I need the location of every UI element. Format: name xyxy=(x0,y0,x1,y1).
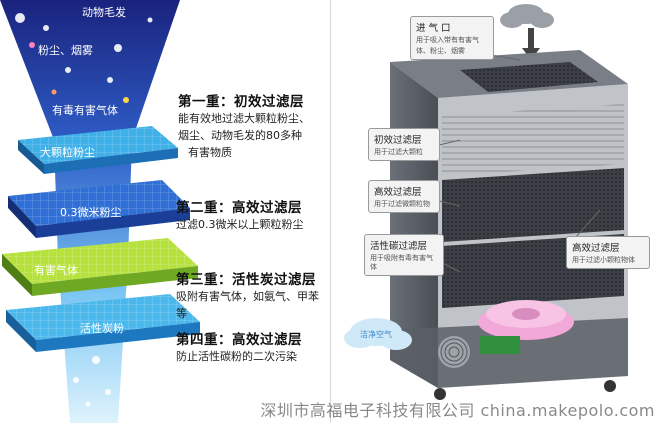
callout-air-inlet: 进 气 口 用于吸入带有有害气 体、粉尘、烟雾 xyxy=(410,16,494,60)
callout-air-inlet-title: 进 气 口 xyxy=(416,23,451,34)
funnel-label-dust-smoke: 粉尘、烟雾 xyxy=(38,43,93,57)
watermark: 深圳市高福电子科技有限公司 china.makepolo.com xyxy=(260,401,655,420)
filter-layer-illustration: 动物毛发 粉尘、烟雾 有毒有害气体 大颗粒粉尘 0.3微米粉尘 有害气体 xyxy=(0,0,200,423)
callout-air-inlet-sub-1: 用于吸入带有有害气 xyxy=(416,36,479,44)
stage-2-title: 第二重：高效过滤层 xyxy=(176,200,302,216)
stage-2-text: 第二重：高效过滤层 过滤0.3微米以上颗粒粉尘 xyxy=(176,196,328,233)
stage-4-text: 第四重：高效过滤层 防止活性碳粉的二次污染 xyxy=(176,328,328,365)
layer-label-4: 活性炭粉 xyxy=(80,321,124,335)
callout-primary-filter-sub: 用于过滤大颗粒 xyxy=(374,148,423,156)
callout-hepa-filter-2-title: 高效过滤层 xyxy=(572,243,620,254)
stage-3-text: 第三重：活性炭过滤层 吸附有害气体，如氨气、甲苯等 xyxy=(176,268,328,322)
funnel-label-toxic-gas: 有毒有害气体 xyxy=(52,103,118,117)
callout-primary-filter: 初效过滤层 用于过滤大颗粒 xyxy=(368,128,440,161)
panel-divider xyxy=(330,0,331,423)
filter-slab-2: 0.3微米粉尘 xyxy=(8,180,190,238)
filter-slab-1: 大颗粒粉尘 xyxy=(18,126,178,174)
callout-hepa-filter-2: 高效过滤层 用于过滤小颗粒物体 xyxy=(566,236,650,269)
layer-label-2: 0.3微米粉尘 xyxy=(60,205,122,219)
cabinet-wheels xyxy=(434,380,616,400)
callout-hepa-filter-sub: 用于过滤微颗粒物 xyxy=(374,200,430,208)
callout-carbon-filter: 活性碳过滤层 用于吸附有毒有害气体 xyxy=(364,234,444,276)
primary-filter xyxy=(442,104,624,176)
callout-air-inlet-sub-2: 体、粉尘、烟雾 xyxy=(416,47,465,55)
control-board xyxy=(480,336,520,354)
cabinet-top-grill xyxy=(460,62,598,92)
stage-3-title: 第三重：活性炭过滤层 xyxy=(176,272,316,288)
stage-4-desc-line-1: 防止活性碳粉的二次污染 xyxy=(176,350,297,363)
layer-label-1: 大颗粒粉尘 xyxy=(40,145,95,159)
callout-carbon-filter-title: 活性碳过滤层 xyxy=(370,241,428,252)
filter-slab-3: 有害气体 xyxy=(2,238,198,296)
stage-3-desc-line-1: 吸附有害气体，如氨气、甲苯等 xyxy=(176,290,319,320)
stage-1-text: 第一重：初效过滤层 能有效地过滤大颗粒粉尘、 烟尘、动物毛发的80多种 有害物质 xyxy=(178,90,328,161)
callout-hepa-filter: 高效过滤层 用于过滤微颗粒物 xyxy=(368,180,440,213)
high-efficiency-filter-upper xyxy=(442,168,624,242)
callout-hepa-filter-title: 高效过滤层 xyxy=(374,187,422,198)
particle-decorations xyxy=(15,13,153,407)
stage-4-title: 第四重：高效过滤层 xyxy=(176,332,302,348)
purifier-cabinet-cutaway: 洁净空气 xyxy=(344,4,628,400)
particle-decorations-color xyxy=(29,42,129,103)
filter-slab-4: 活性炭粉 xyxy=(6,294,200,352)
side-fan-grille-icon xyxy=(438,336,470,368)
stage-2-desc-line-1: 过滤0.3微米以上颗粒粉尘 xyxy=(176,218,304,231)
stage-1-desc-line-3: 有害物质 xyxy=(188,146,232,159)
clean-air-label: 洁净空气 xyxy=(360,329,392,339)
stage-1-desc-line-2: 烟尘、动物毛发的80多种 xyxy=(178,129,302,142)
blower-fan xyxy=(478,300,574,340)
intake-cloud-icon xyxy=(500,4,554,28)
clean-air-cloud-icon xyxy=(344,318,412,350)
callout-hepa-filter-2-sub: 用于过滤小颗粒物体 xyxy=(572,256,635,264)
stage-1-desc-line-1: 能有效地过滤大颗粒粉尘、 xyxy=(178,112,310,125)
callout-primary-filter-title: 初效过滤层 xyxy=(374,135,422,146)
funnel-label-animal-hair: 动物毛发 xyxy=(82,5,126,19)
callout-carbon-filter-sub: 用于吸附有毒有害气体 xyxy=(370,254,433,271)
layer-label-3: 有害气体 xyxy=(34,263,78,277)
stage-1-title: 第一重：初效过滤层 xyxy=(178,94,304,110)
